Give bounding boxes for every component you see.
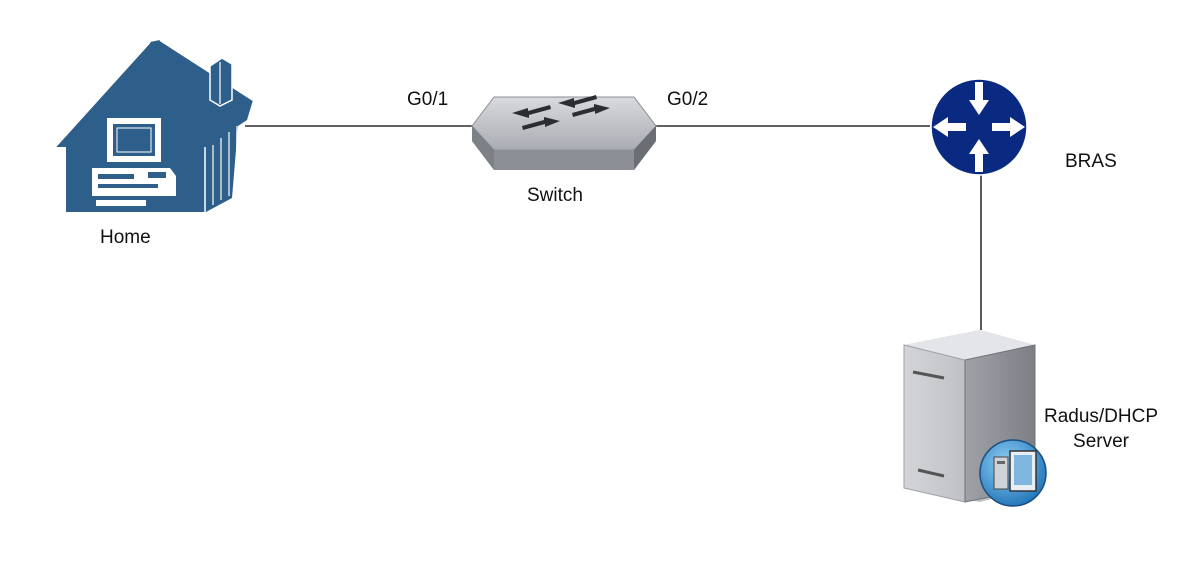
port-label-g0-1: G0/1 [407,89,449,110]
home-label: Home [100,227,151,248]
switch-label: Switch [527,185,583,206]
network-switch-icon[interactable] [471,95,657,170]
router-icon[interactable] [930,78,1028,176]
home-with-computer-icon[interactable] [54,39,254,212]
bras-label: BRAS [1065,151,1117,172]
server-label-line2: Server [1073,431,1129,452]
server-network-badge-icon [979,439,1047,507]
port-label-g0-2: G0/2 [667,89,709,110]
server-label-line1: Radus/DHCP [1043,406,1159,427]
